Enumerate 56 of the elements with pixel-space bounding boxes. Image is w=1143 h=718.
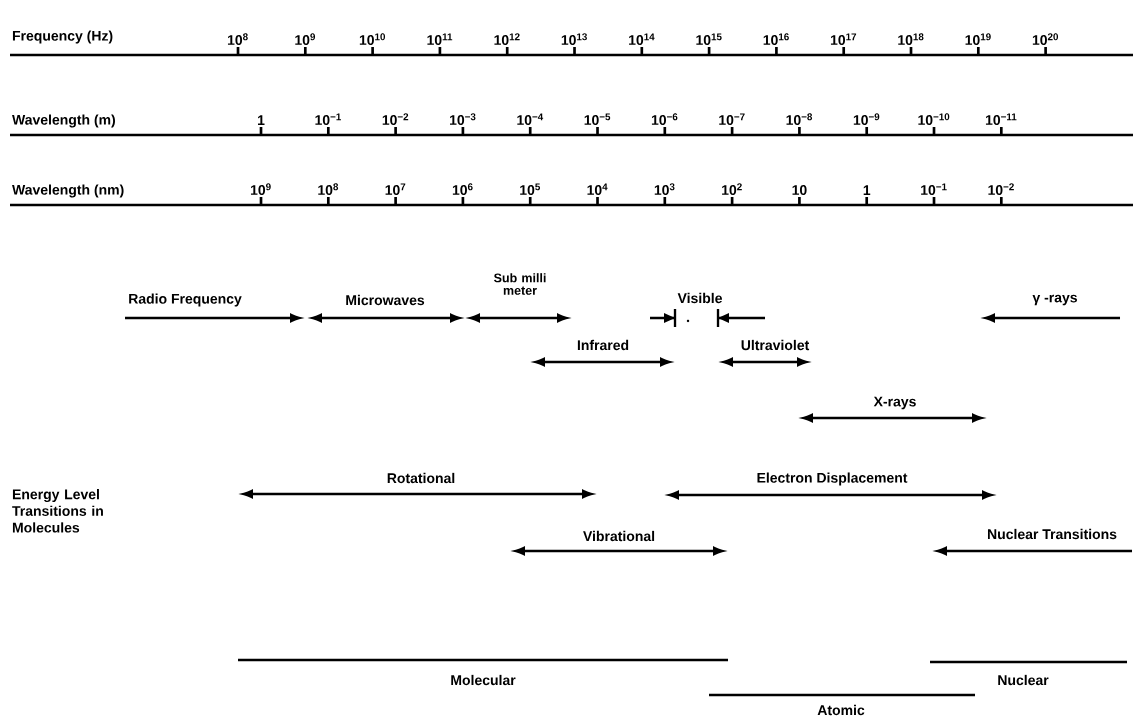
tick-label: 10$^{6}$ xyxy=(452,183,473,195)
tick-label: 10$^{9}$ xyxy=(250,183,271,195)
tick-label: 10 xyxy=(792,185,807,195)
band-label: Ultraviolet xyxy=(741,339,810,351)
tick-label: 10$^{13}$ xyxy=(561,33,587,45)
tick-label: 10$^{17}$ xyxy=(830,33,857,45)
band-label: Atomic xyxy=(817,704,865,716)
tick-label: 10$^{−8}$ xyxy=(786,113,813,125)
tick-label: 10$^{14}$ xyxy=(629,33,655,45)
tick-label: 10$^{−3}$ xyxy=(450,113,476,125)
axis-title: Wavelength (nm) xyxy=(12,184,124,198)
tick-label: 10$^{18}$ xyxy=(898,33,924,45)
tick-label: 1 xyxy=(258,115,265,125)
tick-label: 10$^{19}$ xyxy=(965,33,991,45)
tick-label: 10$^{8}$ xyxy=(227,33,248,45)
tick-label: 10$^{5}$ xyxy=(520,183,541,195)
band-label: X-rays xyxy=(873,396,916,410)
tick-label: 10$^{−9}$ xyxy=(853,113,880,125)
tick-label: 10$^{−10}$ xyxy=(918,113,950,125)
tick-label: 10$^{7}$ xyxy=(385,183,406,195)
tick-label: 10$^{−5}$ xyxy=(584,113,611,125)
band-label: Visible xyxy=(677,292,722,304)
axis-title: Wavelength (m) xyxy=(12,114,115,128)
tick-label: 10$^{9}$ xyxy=(295,33,316,45)
band-label: Microwaves xyxy=(346,294,425,306)
tick-label: 10$^{12}$ xyxy=(494,33,520,45)
band-label: Electron Displacement xyxy=(757,472,908,486)
band-label: γ -rays xyxy=(1032,294,1077,306)
band-label: Rotational xyxy=(387,472,455,484)
tick-label: 10$^{11}$ xyxy=(427,33,453,45)
tick-label: 10$^{10}$ xyxy=(359,33,385,45)
tick-label: 10$^{20}$ xyxy=(1032,33,1058,45)
band-label: Molecular xyxy=(451,674,516,686)
tick-label: 10$^{−6}$ xyxy=(651,113,678,125)
row-title: Energy Level Transitions in Molecules xyxy=(12,489,103,533)
band-label: Nuclear Transitions xyxy=(988,528,1117,540)
tick-label: 10$^{−2}$ xyxy=(382,113,409,125)
axis-title: Frequency (Hz) xyxy=(12,30,113,44)
tick-label: 10$^{15}$ xyxy=(696,33,722,45)
band-label: Infrared xyxy=(577,339,629,351)
tick-label: 10$^{−2}$ xyxy=(988,183,1014,195)
band-label: Radio Frequency xyxy=(129,293,242,307)
tick-label: 10$^{2}$ xyxy=(722,183,742,195)
tick-label: 10$^{−11}$ xyxy=(985,113,1017,125)
tick-label: 10$^{16}$ xyxy=(763,33,789,45)
tick-label: 10$^{3}$ xyxy=(654,183,675,195)
tick-label: 10$^{−4}$ xyxy=(517,113,544,125)
tick-label: 10$^{8}$ xyxy=(318,183,339,195)
band-label: Sub milli meter xyxy=(494,273,546,295)
tick-label: 10$^{−1}$ xyxy=(921,183,947,195)
tick-label: 10$^{−1}$ xyxy=(315,113,341,125)
band-label: Vibrational xyxy=(583,530,655,542)
tick-label: 10$^{−7}$ xyxy=(719,113,745,125)
tick-label: 10$^{4}$ xyxy=(587,183,608,195)
tick-label: 1 xyxy=(863,185,871,195)
band-label: Nuclear xyxy=(998,674,1049,686)
